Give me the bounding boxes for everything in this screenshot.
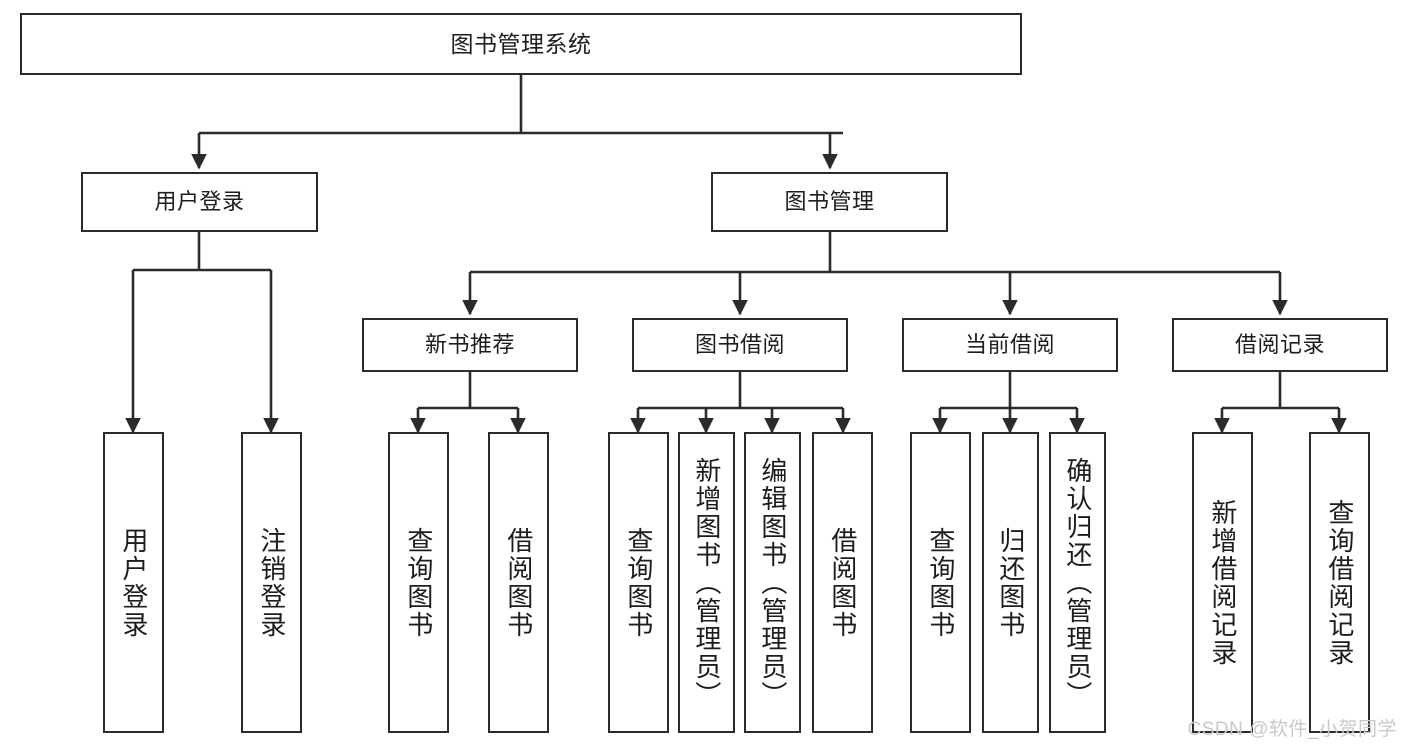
leaf-query-book-borrow[interactable]: 查询图书 [608, 432, 669, 733]
node-label: 图书管理 [784, 189, 875, 215]
leaf-query-borrow-record[interactable]: 查询借阅记录 [1309, 432, 1370, 733]
node-user-login[interactable]: 用户登录 [81, 172, 318, 232]
leaf-confirm-return-admin[interactable]: 确认归还（管理员） [1049, 432, 1106, 733]
node-label: 查询图书 [925, 526, 956, 639]
node-label: 新增借阅记录 [1207, 498, 1238, 667]
node-label: 用户登录 [118, 526, 149, 639]
node-label: 当前借阅 [964, 332, 1055, 358]
node-label: 新书推荐 [424, 332, 515, 358]
node-label: 借阅记录 [1234, 332, 1325, 358]
node-current-borrow[interactable]: 当前借阅 [902, 318, 1118, 372]
node-label: 归还图书 [995, 526, 1026, 639]
leaf-add-borrow-record[interactable]: 新增借阅记录 [1192, 432, 1253, 733]
node-label: 借阅图书 [503, 526, 534, 639]
node-label: 用户登录 [154, 189, 245, 215]
leaf-return-book[interactable]: 归还图书 [982, 432, 1039, 733]
node-book-borrow[interactable]: 图书借阅 [632, 318, 848, 372]
leaf-edit-book-admin[interactable]: 编辑图书（管理员） [744, 432, 801, 733]
node-label: 新增图书（管理员） [691, 456, 722, 709]
node-label: 图书管理系统 [450, 30, 592, 57]
node-borrow-record[interactable]: 借阅记录 [1172, 318, 1388, 372]
node-label: 查询借阅记录 [1324, 498, 1355, 667]
leaf-user-logout[interactable]: 注销登录 [241, 432, 302, 733]
leaf-query-book-current[interactable]: 查询图书 [910, 432, 971, 733]
leaf-query-book-recommend[interactable]: 查询图书 [388, 432, 449, 733]
leaf-borrow-book-recommend[interactable]: 借阅图书 [488, 432, 549, 733]
node-label: 编辑图书（管理员） [757, 456, 788, 709]
node-label: 确认归还（管理员） [1062, 456, 1093, 709]
node-label: 注销登录 [256, 526, 287, 639]
node-label: 查询图书 [403, 526, 434, 639]
node-root-book-management-system[interactable]: 图书管理系统 [20, 13, 1022, 75]
node-label: 图书借阅 [694, 332, 785, 358]
leaf-borrow-book[interactable]: 借阅图书 [812, 432, 873, 733]
node-book-manage[interactable]: 图书管理 [711, 172, 948, 232]
node-label: 查询图书 [623, 526, 654, 639]
leaf-add-book-admin[interactable]: 新增图书（管理员） [678, 432, 735, 733]
node-new-book-recommend[interactable]: 新书推荐 [362, 318, 578, 372]
csdn-watermark: CSDN @软件_小贺同学 [1187, 719, 1397, 740]
node-label: 借阅图书 [827, 526, 858, 639]
leaf-user-login[interactable]: 用户登录 [103, 432, 164, 733]
